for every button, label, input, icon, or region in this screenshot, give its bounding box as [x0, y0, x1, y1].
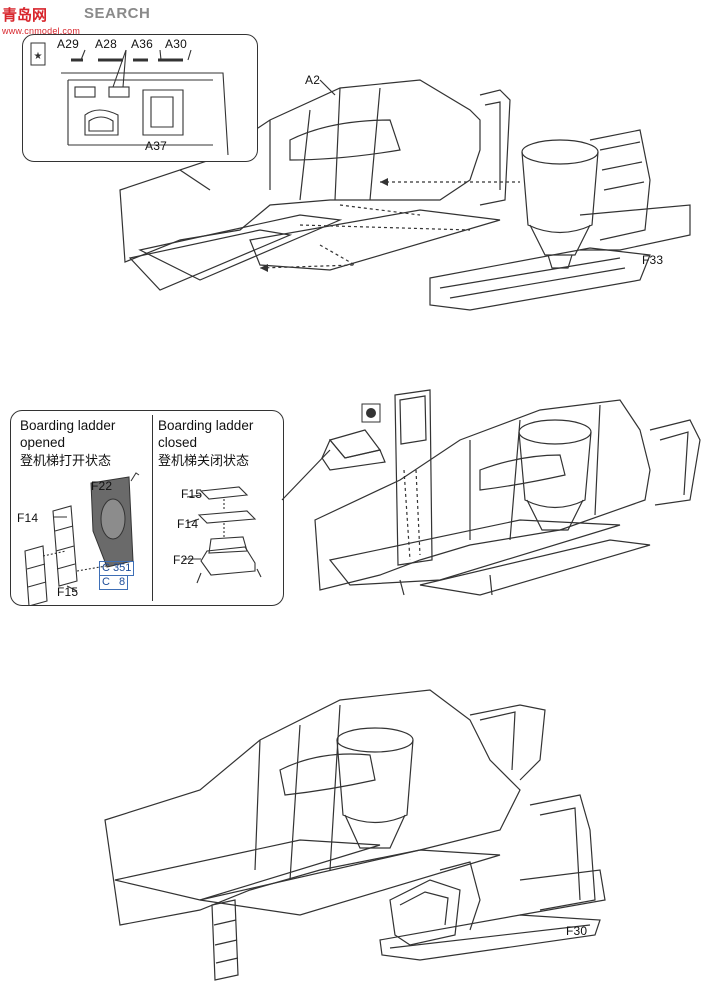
- step1-label-a2: A2: [305, 73, 321, 87]
- closed-part-f15: F15: [181, 487, 203, 501]
- opened-part-f15: F15: [57, 585, 79, 599]
- closed-title-line2: closed: [158, 435, 198, 450]
- color-ref-num: 8: [119, 576, 126, 588]
- opened-title-cn: 登机梯打开状态: [20, 453, 112, 468]
- inset-label-a29: A29: [57, 37, 79, 51]
- ladder-options-panel: Boarding ladder opened 登机梯打开状态 F22 F14 F…: [10, 410, 284, 606]
- color-ref-c8: C 8: [99, 575, 129, 590]
- watermark-brand-cn: 青岛网: [2, 7, 48, 24]
- inset-label-a37: A37: [145, 139, 167, 153]
- ladder-drawing: [24, 472, 262, 605]
- color-ref-code: C: [102, 576, 110, 588]
- closed-title-cn: 登机梯关闭状态: [158, 453, 250, 468]
- opened-part-f14: F14: [17, 511, 39, 525]
- closed-title-line1: Boarding ladder: [158, 418, 254, 433]
- watermark-site: www.cnmodel.com: [2, 26, 81, 36]
- watermark-brand-en: SEARCH: [84, 5, 151, 22]
- svg-text:★: ★: [34, 51, 43, 62]
- inset-label-a30: A30: [165, 37, 187, 51]
- step3-label-f30: F30: [566, 924, 588, 938]
- opened-title-line2: opened: [20, 435, 66, 450]
- closed-part-f22: F22: [173, 553, 195, 567]
- opened-title-line1: Boarding ladder: [20, 418, 116, 433]
- step1-label-f33: F33: [642, 253, 664, 267]
- inset-label-a36: A36: [131, 37, 153, 51]
- color-ref-num: 351: [113, 562, 132, 574]
- step1-detail-inset: ★ A29 A28 A36 A30 A37: [22, 34, 258, 162]
- inset-label-a28: A28: [95, 37, 117, 51]
- color-ref-code: C: [102, 562, 110, 574]
- step1-inset-drawing: ★: [30, 42, 229, 156]
- closed-part-f14: F14: [177, 517, 199, 531]
- opened-part-f22: F22: [91, 479, 113, 493]
